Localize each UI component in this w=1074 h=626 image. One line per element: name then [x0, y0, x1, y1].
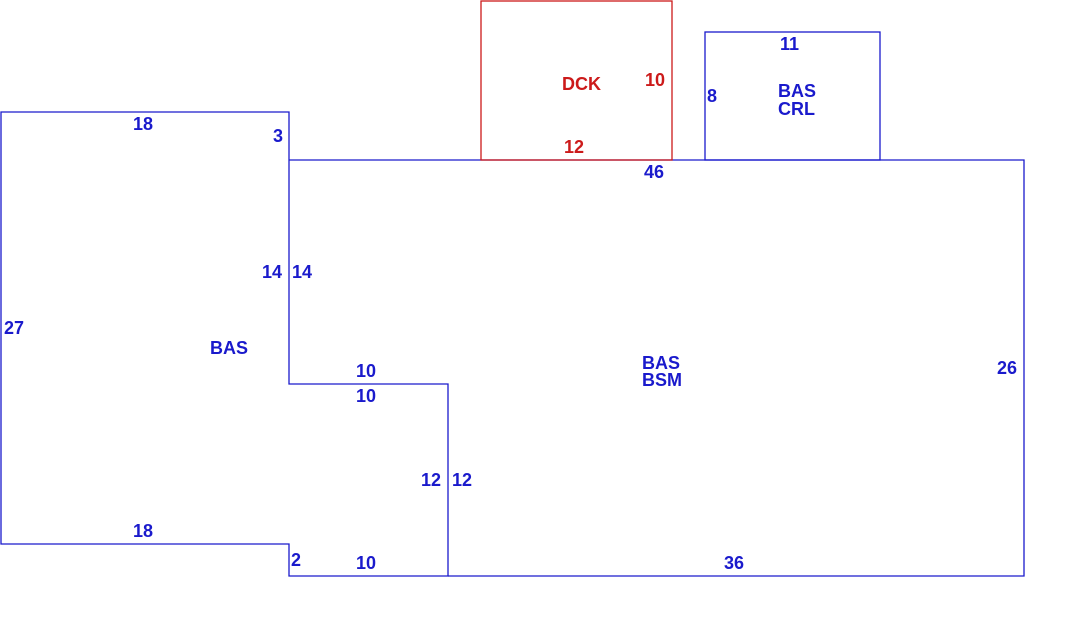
dim-deck-bottom: 12: [564, 137, 584, 157]
dim-step-top-upper: 10: [356, 361, 376, 381]
dim-crl-side: 8: [707, 86, 717, 106]
dim-main-right: 26: [997, 358, 1017, 378]
dim-step-side-right: 12: [452, 470, 472, 490]
dim-step-side-left: 12: [421, 470, 441, 490]
dim-main-inner: 14: [292, 262, 312, 282]
bas-left-label: BAS: [210, 338, 248, 358]
dim-main-top: 46: [644, 162, 664, 182]
bas-bsm-label-line2: BSM: [642, 370, 682, 390]
dim-step-top-lower: 10: [356, 386, 376, 406]
deck-label: DCK: [562, 74, 601, 94]
deck-outline: [480, 0, 673, 161]
bas-crl-label-line1: BAS: [778, 81, 816, 101]
bas-crl-outline: [704, 31, 881, 161]
dim-crl-top: 11: [780, 34, 799, 54]
dim-deck-side: 10: [645, 70, 665, 90]
dim-left-bottom: 18: [133, 521, 153, 541]
dim-left-top: 18: [133, 114, 153, 134]
dim-main-bottom: 36: [724, 553, 744, 573]
dim-left-side: 27: [4, 318, 24, 338]
bas-bsm-label-line1: BAS: [642, 353, 680, 373]
dim-left-inner: 14: [262, 262, 282, 282]
dim-step-bottom: 10: [356, 553, 376, 573]
dim-notch-lower: 2: [291, 550, 301, 570]
dim-notch-upper: 3: [273, 126, 283, 146]
bas-crl-label-line2: CRL: [778, 99, 815, 119]
